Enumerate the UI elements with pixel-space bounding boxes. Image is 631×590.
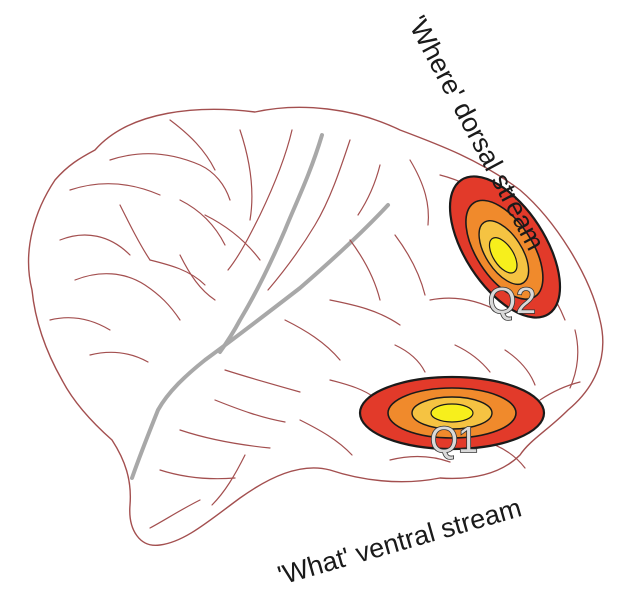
region-label-q2: Q2	[488, 280, 536, 321]
region-label-q1: Q1	[430, 419, 478, 460]
ventral-stream-label: 'What' ventral stream	[274, 492, 524, 590]
brain-silhouette	[29, 107, 603, 545]
brain-outline	[29, 107, 603, 545]
